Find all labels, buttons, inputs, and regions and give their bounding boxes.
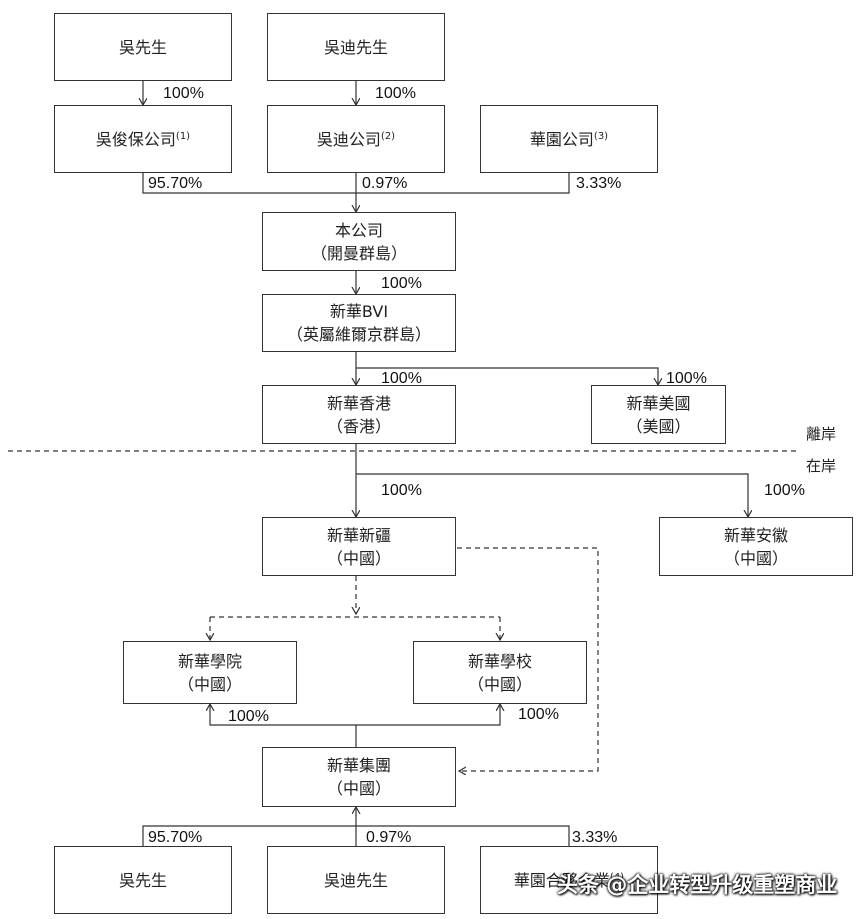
node-xinhua-bvi: 新華BVI （英屬維爾京群島） — [262, 294, 456, 352]
node-huayuan-company: 華園公司(3) — [480, 105, 658, 173]
node-jurisdiction: （中國） — [177, 674, 242, 694]
node-mr-wudi-top: 吳迪先生 — [267, 13, 445, 81]
node-jurisdiction: （香港） — [326, 416, 391, 436]
node-label: 新華安徽 — [723, 525, 788, 545]
node-xinhua-anhui: 新華安徽 （中國） — [659, 517, 853, 576]
node-the-company: 本公司 （開曼群島） — [262, 212, 456, 271]
node-label: 本公司 — [334, 220, 383, 240]
node-xinhua-xinjiang: 新華新疆 （中國） — [262, 517, 456, 576]
node-jurisdiction: （中國） — [326, 779, 391, 798]
pct-huayuan-to-group: 3.33% — [572, 829, 618, 846]
line-bvi-to-us — [356, 367, 658, 385]
node-jurisdiction: （英屬維爾京群島） — [286, 325, 431, 344]
pct-company-to-bvi: 100% — [381, 275, 422, 292]
pct-wudico-to-company: 0.97% — [362, 175, 408, 192]
node-jurisdiction: （中國） — [723, 548, 788, 568]
node-label: 新華學院 — [177, 651, 242, 671]
pct-group-to-college: 100% — [228, 708, 269, 725]
footnote-ref: (4) — [609, 871, 625, 883]
node-label: 吳迪先生 — [323, 870, 388, 890]
node-wudi-company: 吳迪公司(2) — [267, 105, 445, 173]
line-hk-to-anhui — [356, 473, 748, 517]
node-mr-wu-bottom: 吳先生 — [54, 846, 232, 914]
node-jurisdiction: （美國） — [626, 416, 691, 436]
pct-huayuan-to-company: 3.33% — [576, 175, 622, 192]
node-label: 吳先生 — [118, 37, 167, 57]
pct-hk-to-anhui: 100% — [764, 482, 805, 499]
node-label: 吳迪先生 — [323, 37, 388, 57]
node-label: 新華新疆 — [326, 525, 391, 545]
node-label: 吳先生 — [118, 870, 167, 890]
node-label: 新華學校 — [467, 651, 532, 671]
node-jurisdiction: （開曼群島） — [310, 243, 407, 263]
node-mr-wudi-bottom: 吳迪先生 — [267, 846, 445, 914]
zone-label-onshore: 在岸 — [806, 457, 837, 475]
node-wujunbao-company: 吳俊保公司(1) — [54, 105, 232, 173]
pct-wu-to-group: 95.70% — [148, 829, 203, 846]
node-label: 新華BVI — [329, 302, 389, 321]
node-jurisdiction: （中國） — [467, 674, 532, 694]
dashed-xinjiang-to-group — [457, 547, 599, 771]
node-xinhua-college: 新華學院 （中國） — [123, 641, 297, 704]
node-label: 新華集團 — [326, 756, 391, 775]
footnote-ref: (1) — [175, 130, 191, 142]
node-mr-wu-top: 吳先生 — [54, 13, 232, 81]
node-xinhua-hk: 新華香港 （香港） — [262, 385, 456, 444]
pct-wudi-to-wudico: 100% — [375, 85, 416, 102]
pct-hk-to-xinjiang: 100% — [381, 482, 422, 499]
footnote-ref: (2) — [380, 130, 396, 142]
line-group-to-college — [210, 704, 356, 726]
pct-wu-to-wujunbao: 100% — [163, 85, 204, 102]
pct-bvi-to-hk: 100% — [381, 370, 422, 387]
node-xinhua-us: 新華美國 （美國） — [591, 385, 726, 444]
pct-group-to-school: 100% — [518, 706, 559, 723]
zone-label-offshore: 離岸 — [806, 425, 837, 443]
node-huayuan-partnership: 華園合夥企業(4) — [480, 846, 658, 914]
node-label: 華園合夥企業 — [513, 870, 610, 890]
node-label: 新華香港 — [326, 393, 391, 413]
watermark-text: 头条 @企业转型升级重塑商业 — [557, 873, 838, 897]
node-xinhua-school: 新華學校 （中國） — [413, 641, 587, 704]
node-xinhua-group: 新華集團 （中國） — [262, 747, 456, 807]
node-label: 吳俊保公司 — [95, 129, 176, 149]
node-label: 吳迪公司 — [316, 129, 381, 149]
pct-wudi-to-group: 0.97% — [366, 829, 412, 846]
node-label: 華園公司 — [529, 129, 594, 149]
pct-bvi-to-us: 100% — [666, 370, 707, 387]
pct-wujunbao-to-company: 95.70% — [148, 175, 203, 192]
node-jurisdiction: （中國） — [326, 548, 391, 568]
node-label: 新華美國 — [626, 393, 691, 413]
line-group-to-school — [356, 704, 500, 726]
footnote-ref: (3) — [593, 130, 609, 142]
